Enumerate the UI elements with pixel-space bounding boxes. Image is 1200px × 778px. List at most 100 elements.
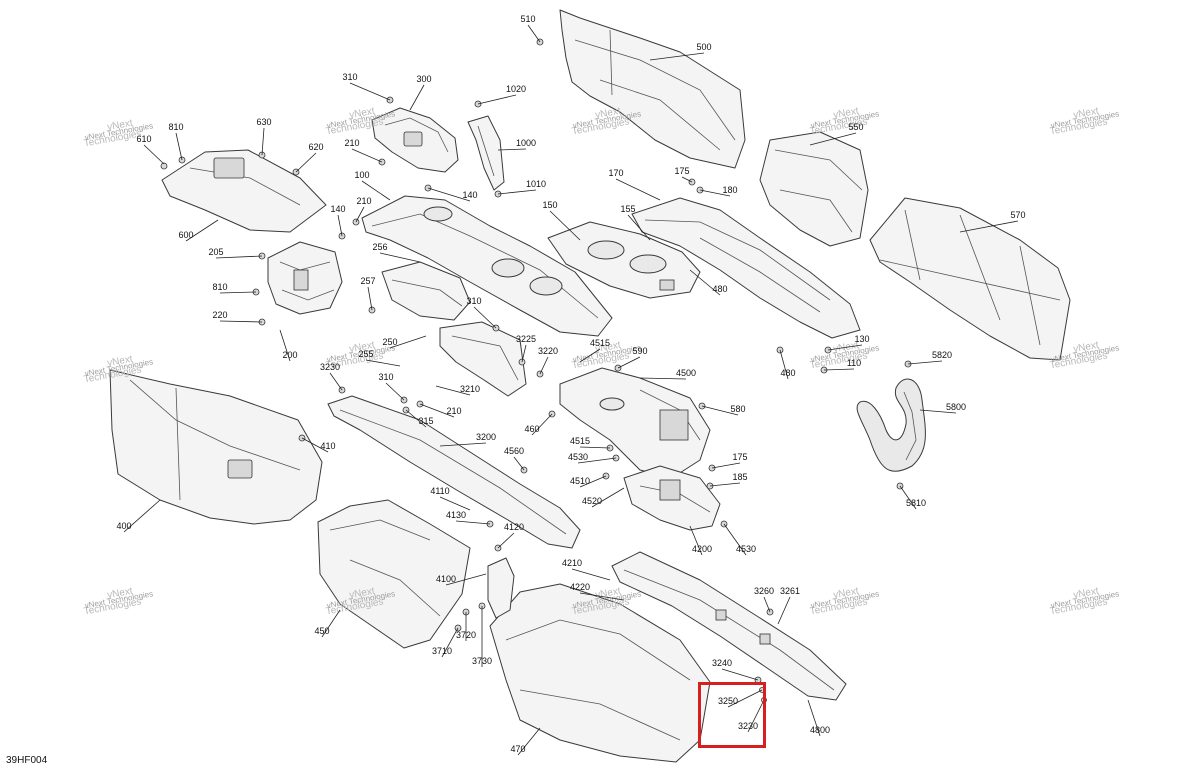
callout-150: 150	[542, 200, 557, 210]
callout-leader-590	[617, 356, 641, 369]
callout-315: 315	[418, 416, 433, 426]
callout-leader-470	[517, 727, 541, 756]
callout-leader-257	[367, 286, 373, 311]
callout-leader-1000	[497, 148, 527, 151]
callout-4210: 4210	[562, 558, 582, 568]
callout-4515: 4515	[570, 436, 590, 446]
callout-leader-256	[379, 252, 421, 263]
part-170-tunnel	[631, 197, 861, 339]
callout-leader-175	[681, 176, 693, 183]
callout-1000: 1000	[516, 138, 536, 148]
callout-410: 410	[320, 441, 335, 451]
callout-leader-315	[405, 409, 427, 428]
callout-leader-3230	[329, 372, 343, 391]
watermark-line1: vNext	[832, 586, 859, 601]
part-200-bracket	[267, 241, 343, 315]
callout-450: 450	[314, 626, 329, 636]
callout-220: 220	[212, 310, 227, 320]
callout-3220: 3220	[538, 346, 558, 356]
callout-4515: 4515	[590, 338, 610, 348]
callout-leader-4200	[689, 525, 703, 556]
callout-480: 480	[712, 284, 727, 294]
diagram-code: 39HF004	[6, 755, 48, 766]
callout-leader-3261	[777, 596, 791, 625]
callout-leader-4515	[579, 348, 601, 363]
callout-5820: 5820	[932, 350, 952, 360]
callout-210: 210	[446, 406, 461, 416]
callout-175: 175	[732, 452, 747, 462]
callout-4200: 4200	[692, 544, 712, 554]
callout-175: 175	[674, 166, 689, 176]
callout-leader-255	[365, 359, 401, 367]
callout-leader-3710	[441, 627, 459, 658]
callout-leader-400	[123, 499, 161, 533]
callout-leader-300	[409, 84, 425, 111]
callout-4530: 4530	[736, 544, 756, 554]
callout-4800: 4800	[810, 725, 830, 735]
callout-110: 110	[847, 358, 861, 368]
callout-3261: 3261	[780, 586, 800, 596]
callout-4120: 4120	[504, 522, 524, 532]
callout-leader-5820	[907, 360, 943, 365]
callout-4520: 4520	[582, 496, 602, 506]
watermark-line1: vNext	[832, 106, 859, 121]
callout-310: 310	[342, 72, 357, 82]
callout-leader-210	[351, 148, 383, 163]
callout-leader-180	[699, 189, 731, 197]
callout-3250: 3250	[718, 696, 738, 706]
callout-leader-620	[295, 152, 317, 173]
callout-470: 470	[510, 744, 525, 754]
callout-leader-4210	[571, 568, 611, 581]
callout-leader-4530	[723, 523, 747, 556]
part-3210-bracket	[439, 321, 527, 397]
watermark-line1: vNext	[1072, 586, 1099, 601]
callout-580: 580	[730, 404, 745, 414]
callout-480: 480	[780, 368, 795, 378]
callout-610: 610	[136, 134, 151, 144]
callout-3200: 3200	[476, 432, 496, 442]
part-150-cupholder	[547, 221, 701, 299]
callout-leader-250	[389, 335, 427, 349]
callout-210: 210	[344, 138, 359, 148]
callout-620: 620	[308, 142, 323, 152]
callout-leader-4500	[639, 377, 687, 380]
callout-leader-100	[361, 180, 391, 201]
callout-leader-460	[531, 413, 553, 436]
part-4200-console	[623, 465, 721, 531]
callout-leader-4510	[579, 475, 607, 488]
part-300-console	[371, 107, 459, 173]
callout-leader-150	[549, 210, 581, 241]
callout-4510: 4510	[570, 476, 590, 486]
callout-4130: 4130	[446, 510, 466, 520]
callout-leader-130	[827, 344, 863, 351]
part-5800-hose	[856, 378, 926, 472]
callout-1010: 1010	[526, 179, 546, 189]
callout-590: 590	[632, 346, 647, 356]
callout-200: 200	[282, 350, 297, 360]
callout-leader-110	[823, 368, 855, 371]
watermark-line1: vNext	[1072, 106, 1099, 121]
callout-leader-4530	[577, 457, 617, 464]
callout-1020: 1020	[506, 84, 526, 94]
callout-550: 550	[848, 122, 863, 132]
part-3200-rail	[327, 395, 581, 549]
callout-205: 205	[208, 247, 223, 257]
callout-leader-3240	[721, 668, 759, 681]
callout-leader-200	[279, 329, 291, 362]
callout-leader-310	[473, 306, 497, 329]
part-600-tray	[161, 149, 327, 233]
callout-630: 630	[256, 117, 271, 127]
callout-leader-5810	[899, 485, 917, 510]
callout-250: 250	[382, 337, 397, 347]
callout-leader-3230	[747, 699, 765, 733]
part-100-tunnel	[361, 195, 613, 337]
callout-4100: 4100	[436, 574, 456, 584]
callout-600: 600	[178, 230, 193, 240]
callout-3720: 3720	[456, 630, 476, 640]
